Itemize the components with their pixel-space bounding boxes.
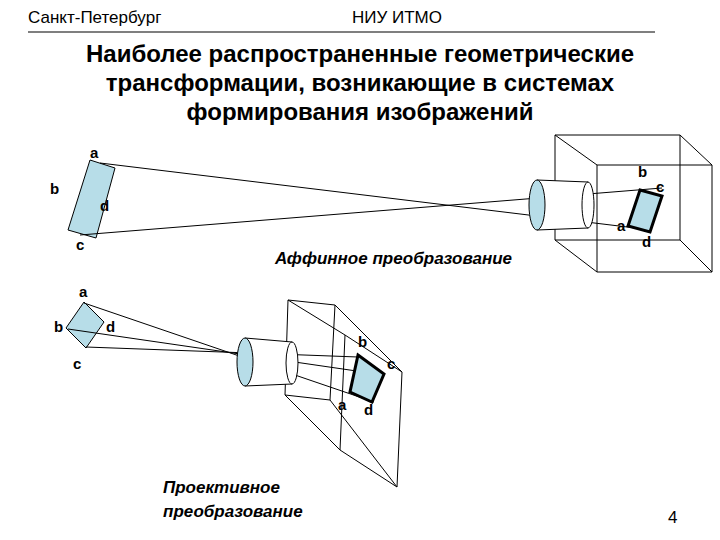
camera-front — [597, 165, 712, 272]
page-number: 4 — [668, 508, 677, 528]
camera-edge — [288, 300, 345, 335]
caption-text: Аффинное преобразование — [275, 249, 512, 269]
object-rect — [68, 160, 115, 238]
lens — [237, 338, 253, 386]
lens-back — [286, 342, 298, 384]
corner-letter: d — [100, 197, 109, 214]
corner-letter: b — [50, 180, 59, 197]
camera-edge — [680, 135, 712, 165]
camera-back — [285, 300, 335, 400]
corner-letter: a — [338, 396, 346, 413]
camera-edge — [555, 135, 597, 165]
image-quad — [628, 190, 662, 232]
slide-title: Наиболее распространенные геометрические… — [20, 40, 700, 126]
header-rule — [28, 31, 655, 32]
affine-scene — [68, 135, 712, 272]
corner-letter: a — [79, 283, 87, 300]
header-text: НИУ ИТМО — [352, 8, 442, 28]
object-rect — [66, 302, 104, 348]
corner-letter: a — [617, 217, 625, 234]
camera-front — [340, 335, 402, 487]
corner-letter: b — [54, 318, 63, 335]
corner-letter: d — [106, 318, 115, 335]
ray — [68, 329, 384, 375]
ray — [100, 163, 652, 230]
corner-letter: a — [90, 144, 98, 161]
projective-scene — [66, 300, 402, 487]
corner-letter: d — [642, 233, 651, 250]
corner-letter: b — [638, 163, 647, 180]
corner-letter: d — [364, 401, 373, 418]
corner-letter: c — [656, 178, 664, 195]
camera-edge — [285, 395, 340, 450]
corner-letter: c — [73, 355, 81, 372]
ray — [86, 347, 358, 357]
corner-letter: c — [76, 236, 84, 253]
camera-edge — [680, 240, 712, 272]
lens — [529, 180, 545, 230]
lens-back — [582, 182, 594, 228]
caption-text: Проективное преобразование — [163, 476, 353, 524]
camera-edge — [330, 400, 397, 487]
image-quad — [350, 355, 384, 402]
camera-edge — [555, 240, 597, 272]
header-text: Санкт-Петербург — [28, 8, 161, 28]
corner-letter: b — [358, 333, 367, 350]
corner-letter: c — [387, 355, 395, 372]
